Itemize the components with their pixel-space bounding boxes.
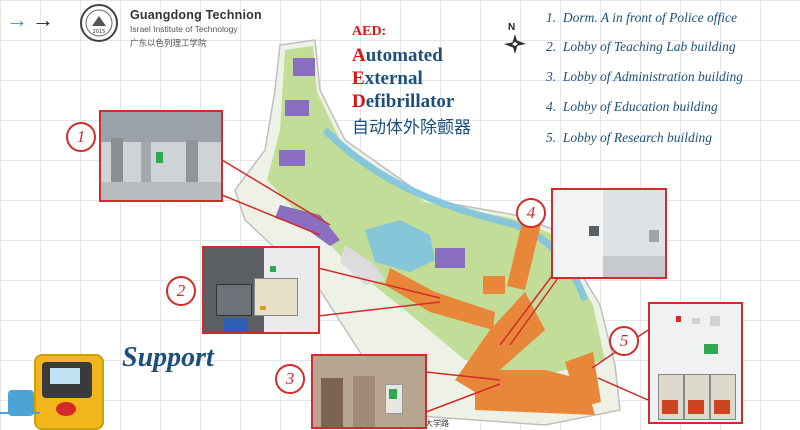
road-label: 大学路	[425, 418, 449, 428]
support-label: Support	[122, 342, 214, 373]
logo-subtitle: Israel Institute of Technology	[130, 24, 238, 34]
photo-location-3	[311, 354, 427, 429]
connector-4a	[499, 275, 553, 346]
building-orange-5	[565, 352, 601, 408]
building-purple-3	[279, 150, 305, 166]
building-purple-4	[275, 205, 340, 246]
marker-1: 1	[66, 122, 96, 152]
connector-3b	[425, 383, 501, 413]
aed-line-automated: Automated	[352, 45, 443, 66]
pond	[365, 220, 435, 272]
connector-3a	[425, 371, 501, 381]
marker-2: 2	[166, 276, 196, 306]
arrow-right-icon[interactable]: →	[32, 7, 54, 32]
building-purple-1	[293, 58, 315, 76]
connector-4b	[509, 277, 559, 346]
compass-icon	[504, 34, 526, 54]
connector-5b	[597, 377, 649, 401]
arrow-left-icon[interactable]: →	[6, 7, 28, 32]
campus-map: 大学路	[234, 39, 621, 428]
location-item-5: 5. Lobby of Research building	[546, 130, 712, 145]
building-purple-5	[435, 248, 465, 268]
svg-text:2015: 2015	[93, 29, 106, 35]
marker-5: 5	[609, 326, 639, 356]
connector-1a	[221, 159, 331, 226]
connector-1b	[221, 194, 321, 236]
aed-title: AED:	[352, 24, 387, 39]
logo-seal-icon: 2015	[80, 4, 118, 42]
building-orange-4	[507, 210, 543, 290]
building-orange-2	[385, 268, 495, 330]
location-item-1: 1. Dorm. A in front of Police office	[546, 10, 737, 25]
photo-location-5	[648, 302, 743, 424]
aed-definition: Automated External Defibrillator 自动体外除颤器	[352, 44, 471, 138]
green-space	[267, 46, 605, 380]
marker-3: 3	[275, 364, 305, 394]
building-purple-2	[285, 100, 309, 116]
photo-location-2	[202, 246, 320, 334]
aed-device-image	[0, 342, 120, 430]
building-gray	[340, 245, 385, 285]
building-orange-small	[483, 276, 505, 294]
connector-2a	[317, 267, 441, 299]
photo-location-4	[551, 188, 667, 279]
aed-line-defibrillator: Defibrillator	[352, 91, 455, 112]
logo-name: Guangdong Technion	[130, 8, 262, 22]
location-item-4: 4. Lobby of Education building	[546, 99, 718, 114]
photo-location-1	[99, 110, 223, 202]
location-item-3: 3. Lobby of Administration building	[546, 69, 744, 84]
marker-4: 4	[516, 198, 546, 228]
location-item-2: 2. Lobby of Teaching Lab building	[546, 39, 736, 54]
logo: 2015	[80, 4, 118, 42]
compass-label: N	[508, 22, 516, 33]
aed-chinese: 自动体外除颤器	[352, 118, 471, 138]
logo-chinese-name: 广东以色列理工学院	[130, 38, 207, 48]
connector-2b	[317, 301, 441, 317]
aed-line-external: External	[352, 68, 423, 89]
building-orange-3	[475, 370, 595, 415]
building-orange-education	[455, 292, 545, 392]
